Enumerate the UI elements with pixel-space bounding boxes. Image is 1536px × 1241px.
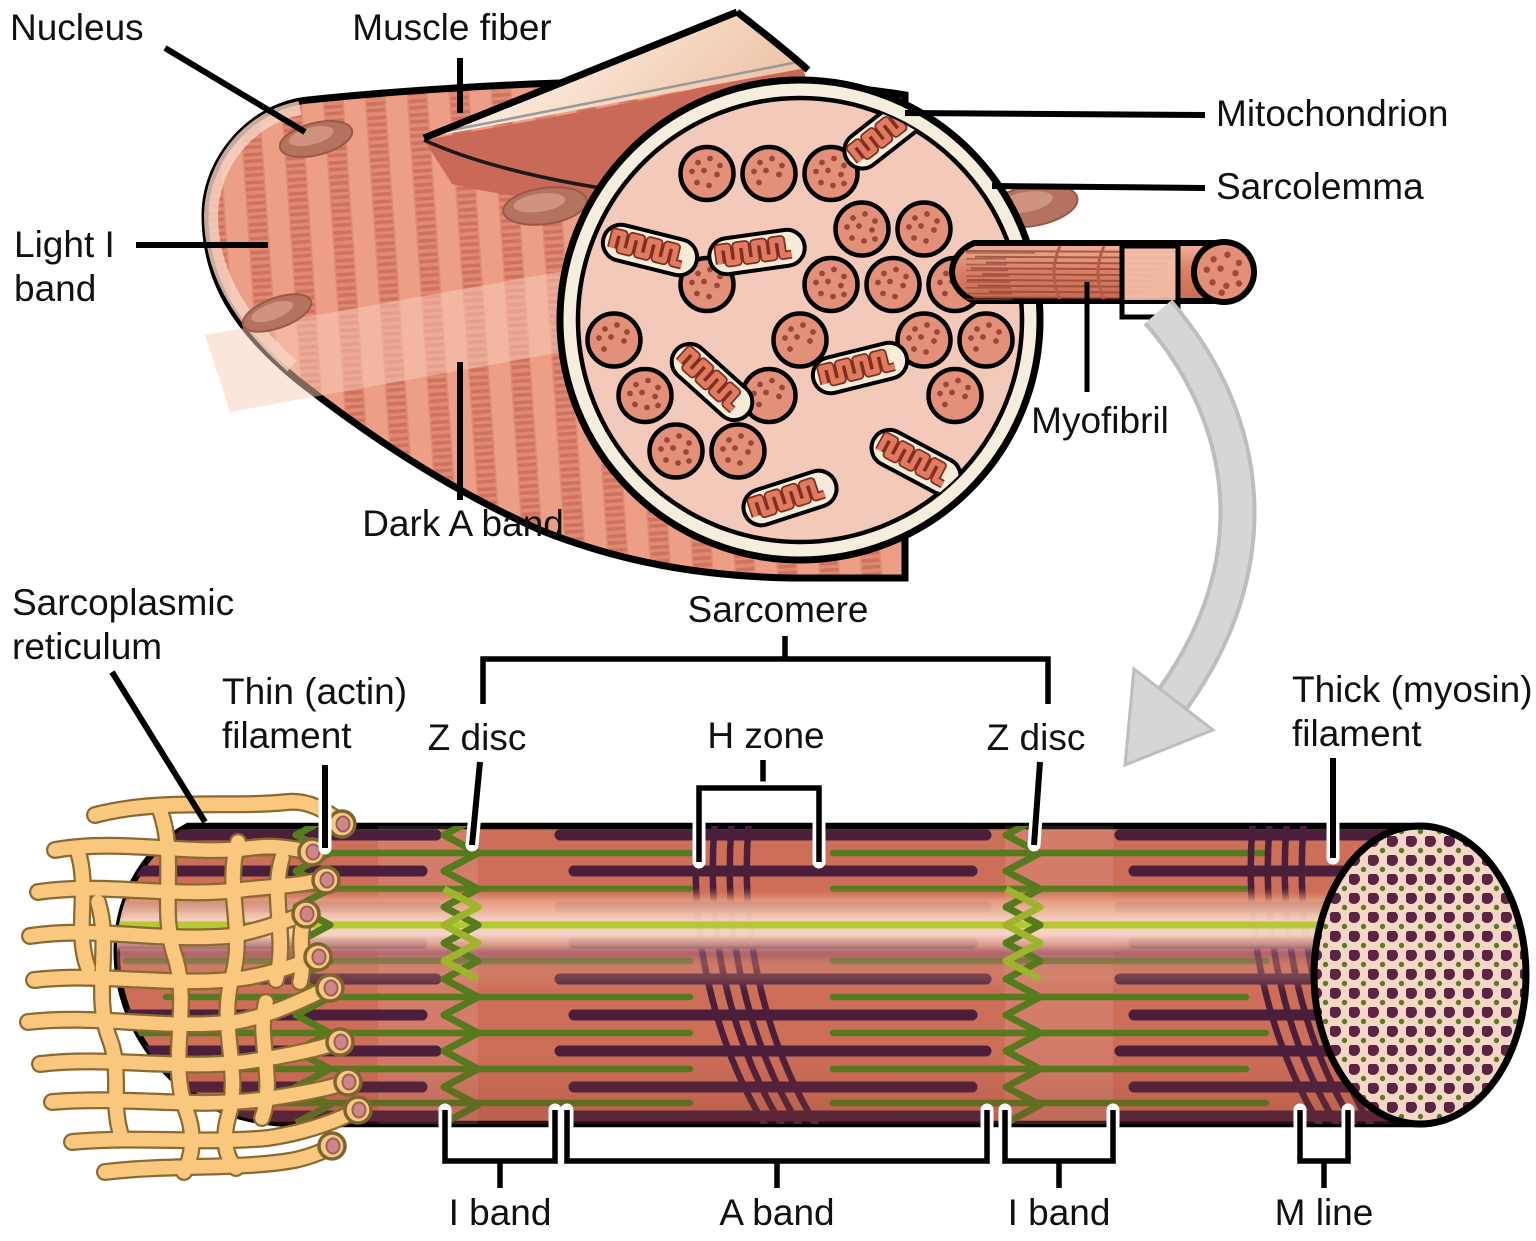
- h-zone-bracket: [696, 785, 822, 862]
- label-nucleus: Nucleus: [10, 7, 144, 48]
- label-thin-filament-line2: filament: [222, 715, 352, 756]
- label-light-i-band: Light I: [14, 224, 115, 265]
- label-myofibril: Myofibril: [1031, 400, 1169, 441]
- label-sarcolemma: Sarcolemma: [1216, 166, 1424, 207]
- mitochondria: [600, 98, 963, 528]
- label-z-disc-right: Z disc: [987, 717, 1086, 758]
- label-mitochondrion: Mitochondrion: [1216, 93, 1448, 134]
- nucleus-shape: [241, 293, 313, 333]
- myofibril-cross-sections: [585, 144, 1015, 480]
- label-sarcomere: Sarcomere: [688, 589, 869, 630]
- muscle-fiber-illustration: Nucleus Muscle fiber Mitochondrion Sarco…: [10, 7, 1448, 768]
- myofibril-longitudinal-view: Sarcoplasmic reticulum Thin (actin) fila…: [12, 582, 1533, 1233]
- sarcomere-bracket: [480, 656, 1051, 704]
- zoom-arrow-icon: [1123, 299, 1257, 768]
- label-thick-filament: Thick (myosin): [1292, 669, 1533, 710]
- label-z-disc-left: Z disc: [428, 717, 527, 758]
- mitochondrion-pointer-line: [904, 110, 1206, 118]
- zoom-marker-rect: [1119, 243, 1181, 320]
- label-i-band-left: I band: [449, 1192, 552, 1233]
- label-dark-a-band: Dark A band: [362, 503, 564, 544]
- cross-section: [556, 76, 1044, 564]
- peeled-sarcolemma-flap: [422, 8, 811, 142]
- label-thin-filament: Thin (actin): [222, 671, 407, 712]
- label-h-zone: H zone: [707, 715, 824, 756]
- label-thick-filament-line2: filament: [1292, 713, 1422, 754]
- label-sarcoplasmic-reticulum-line2: reticulum: [12, 626, 162, 667]
- sarcoplasmic-reticulum-web: [19, 792, 373, 1181]
- label-i-band-right: I band: [1008, 1192, 1111, 1233]
- label-light-i-band-line2: band: [14, 268, 96, 309]
- sarcoplasmic-reticulum-pointer-line: [109, 670, 208, 824]
- nucleus-shape: [502, 186, 588, 226]
- label-a-band: A band: [719, 1192, 834, 1233]
- label-muscle-fiber: Muscle fiber: [352, 7, 551, 48]
- label-m-line: M line: [1275, 1192, 1374, 1233]
- z-disc-right-pointer-line: [1031, 761, 1043, 846]
- myofibril-end-cross-section: [1310, 822, 1530, 1128]
- label-sarcoplasmic-reticulum: Sarcoplasmic: [12, 582, 234, 623]
- z-disc-left-pointer-line: [469, 761, 483, 846]
- nucleus-pointer-line: [163, 45, 307, 135]
- myofibril-end-cap: [1191, 239, 1257, 305]
- sarcolemma-pointer-line: [991, 183, 1206, 191]
- myofibril-pullout: [948, 239, 1257, 320]
